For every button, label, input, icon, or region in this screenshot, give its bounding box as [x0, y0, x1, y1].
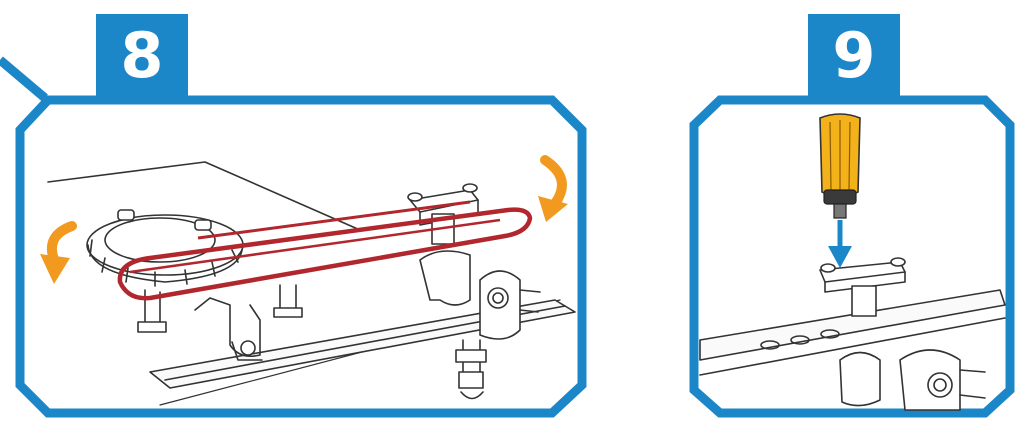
- step-9-number: 9: [832, 19, 876, 92]
- step-9-illustration: [699, 257, 1006, 411]
- screwdriver-icon: [819, 113, 861, 219]
- step-8-right-rotation-arrow: [538, 155, 568, 222]
- step-9-badge-background: [808, 14, 900, 100]
- step-9-panel: [689, 14, 1015, 418]
- step-8-panel: [0, 14, 587, 418]
- step-8-badge-background: [96, 14, 188, 100]
- step-8-belt: [117, 207, 533, 301]
- step-8-left-rotation-arrow: [40, 221, 77, 284]
- step-8-illustration: [47, 161, 576, 406]
- step-8-number: 8: [120, 19, 164, 92]
- step-9-down-arrow: [828, 220, 852, 268]
- step-8-leader-line: [0, 56, 48, 102]
